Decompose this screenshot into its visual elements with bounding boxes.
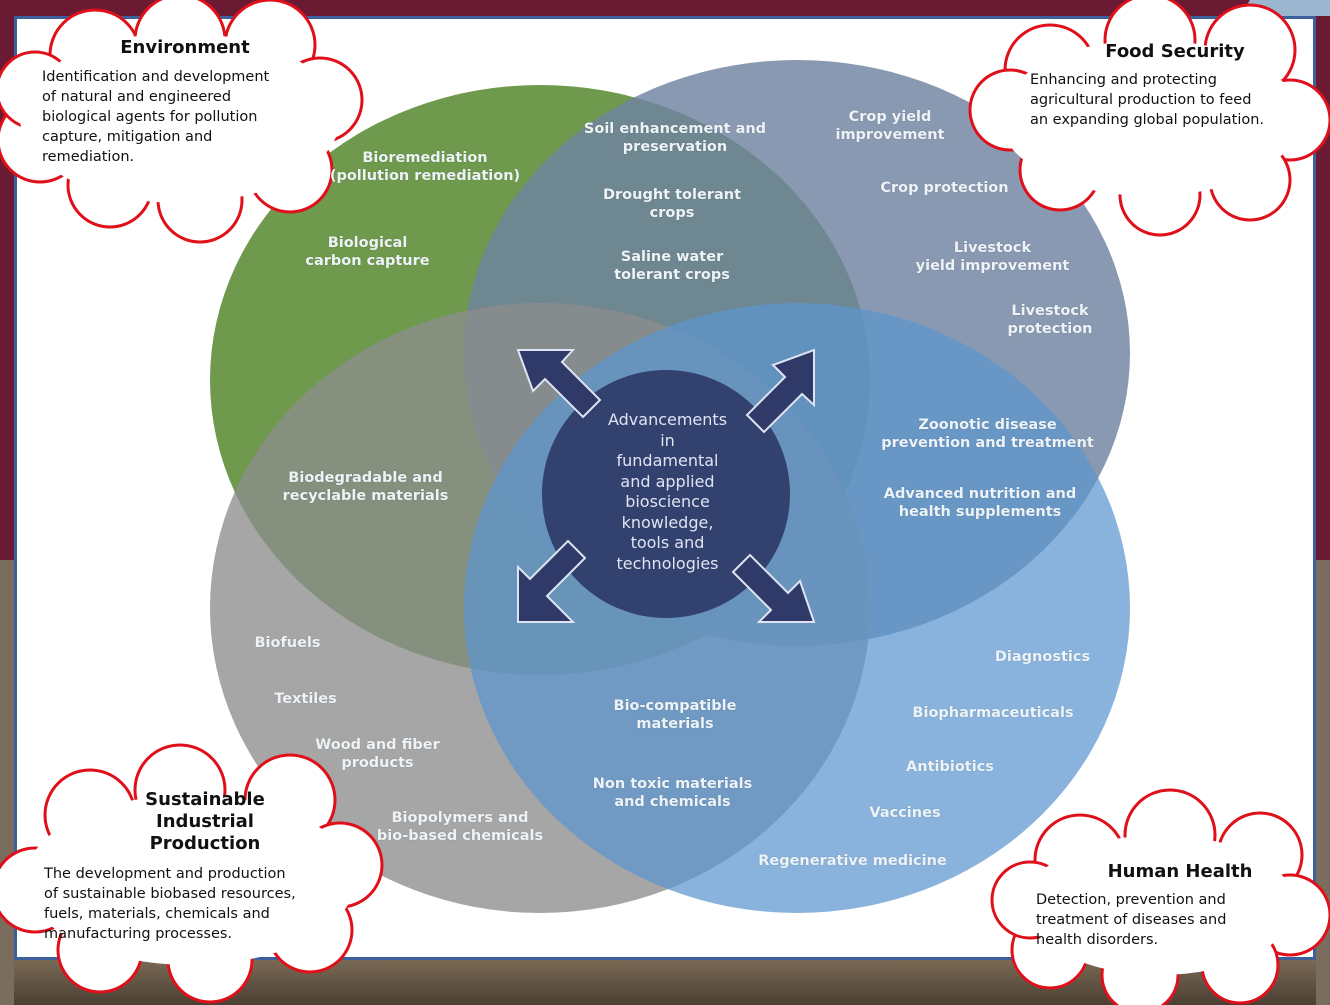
human-health-description: Detection, prevention and treatment of d… xyxy=(1036,892,1227,948)
human-health-cloud xyxy=(990,788,1330,1005)
industrial-description: The development and production of sustai… xyxy=(44,866,296,942)
center-text: Advancements in fundamental and applied … xyxy=(607,410,728,573)
label-vaccines: Vaccines xyxy=(869,805,941,821)
label-livestock-protection: Livestock protection xyxy=(1007,303,1093,337)
label-nontoxic: Non toxic materials and chemicals xyxy=(592,776,753,810)
label-textiles: Textiles xyxy=(274,691,337,707)
environment-title: Environment xyxy=(120,37,250,58)
environment-description: Identification and development of natura… xyxy=(42,69,270,165)
arrow-up-left-icon xyxy=(516,349,602,419)
label-crop-protection: Crop protection xyxy=(880,180,1009,196)
arrow-up-right-icon xyxy=(745,348,815,434)
food-security-cloud xyxy=(968,0,1330,237)
industrial-cloud xyxy=(0,743,384,1004)
label-biofuels: Biofuels xyxy=(254,635,321,651)
label-bioremediation: Bioremediation (pollution remediation) xyxy=(329,150,521,184)
label-nutrition: Advanced nutrition and health supplement… xyxy=(883,486,1077,520)
label-zoonotic: Zoonotic disease prevention and treatmen… xyxy=(881,417,1094,451)
industrial-title: Sustainable Industrial Production xyxy=(145,789,265,854)
label-crop-yield: Crop yield improvement xyxy=(835,109,945,143)
arrow-down-left-icon xyxy=(517,539,587,623)
venn-circles xyxy=(210,60,1130,913)
arrow-down-right-icon xyxy=(731,553,816,623)
label-antibiotics: Antibiotics xyxy=(906,759,994,775)
food-security-title: Food Security xyxy=(1105,41,1245,62)
label-biopolymers: Biopolymers and bio-based chemicals xyxy=(376,810,544,844)
label-soil: Soil enhancement and preservation xyxy=(583,121,767,155)
center-arrows xyxy=(516,348,816,623)
label-diagnostics: Diagnostics xyxy=(994,649,1091,665)
label-biopharmaceuticals: Biopharmaceuticals xyxy=(912,705,1074,721)
label-regenerative: Regenerative medicine xyxy=(758,853,947,869)
center-disc xyxy=(542,370,790,618)
environment-cloud xyxy=(0,0,364,244)
label-livestock-yield: Livestock yield improvement xyxy=(915,240,1070,274)
human-health-title: Human Health xyxy=(1107,861,1253,882)
label-biodegradable: Biodegradable and recyclable materials xyxy=(282,470,449,504)
label-drought: Drought tolerant crops xyxy=(602,187,742,221)
label-carbon: Biological carbon capture xyxy=(305,235,430,269)
label-wood: Wood and fiber products xyxy=(315,737,440,771)
food-security-description: Enhancing and protecting agricultural pr… xyxy=(1030,72,1265,128)
label-biocompatible: Bio-compatible materials xyxy=(613,698,737,732)
label-saline: Saline water tolerant crops xyxy=(614,249,730,283)
